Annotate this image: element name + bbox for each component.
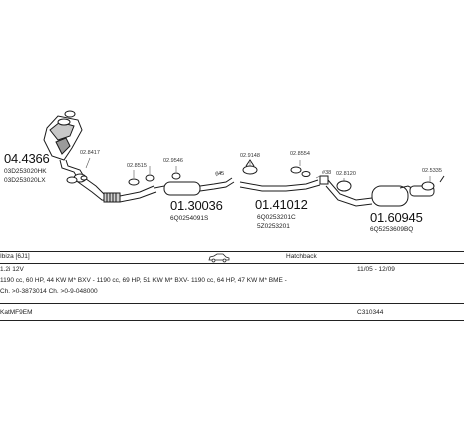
part-code-016094: 6Q5253609BQ <box>370 226 414 233</box>
front-pipe-drawing <box>66 173 157 203</box>
part-code-044366-2: 03D253020LX <box>4 177 46 184</box>
part-number-028120: 02.8120 <box>336 171 356 177</box>
part-number-025335: 02.5335 <box>422 168 442 174</box>
part-number-38: #38 <box>322 170 332 176</box>
exhaust-system-drawing <box>43 110 445 207</box>
leader-lines <box>85 157 431 182</box>
part-number-028417: 02.8417 <box>80 150 100 156</box>
mid-pipe-drawing <box>239 159 329 192</box>
model-text: Ibiza [6J1] <box>0 253 30 260</box>
part-code-014101-2: 5Z0253201 <box>257 223 290 230</box>
catalyst-text: KatMF9EM <box>0 309 33 316</box>
part-number-45: #45 <box>215 171 225 177</box>
body-type-text: Hatchback <box>286 253 317 260</box>
car-icon <box>208 253 230 263</box>
table-rule-2 <box>0 303 464 304</box>
part-code-014101-1: 6Q0253201C <box>257 214 296 221</box>
part-number-028515: 02.8515 <box>127 163 147 169</box>
center-silencer-drawing <box>80 172 235 196</box>
part-number-028554: 02.8554 <box>290 151 310 157</box>
rear-silencer-drawing <box>325 175 445 207</box>
table-rule-3 <box>0 320 464 321</box>
part-number-38-value: 38 <box>325 170 332 176</box>
reference-text: C310344 <box>357 309 384 316</box>
part-number-016094: 01.60945 <box>370 210 423 225</box>
engine-text: 1.2i 12V <box>0 266 24 273</box>
part-number-013003: 01.30036 <box>170 198 223 213</box>
part-number-029546: 02.9546 <box>163 158 183 164</box>
chassis-text: Ch. >0-3873014 Ch. >0-9-048000 <box>0 288 98 295</box>
engine-codes-text: 1190 cc, 60 HP, 44 KW M* BXV - 1190 cc, … <box>0 277 287 284</box>
part-number-45-value: 45 <box>218 171 225 177</box>
catalytic-converter-drawing <box>43 110 87 183</box>
part-number-014101: 01.41012 <box>255 197 308 212</box>
part-code-013003: 6Q0254091S <box>170 215 209 222</box>
table-rule-1 <box>0 263 464 264</box>
part-number-044366: 04.4366 <box>4 151 50 166</box>
part-code-044366-1: 03D253020HK <box>4 168 47 175</box>
years-text: 11/05 - 12/09 <box>357 266 395 273</box>
part-number-029148: 02.9148 <box>240 153 260 159</box>
table-rule-top <box>0 251 464 252</box>
